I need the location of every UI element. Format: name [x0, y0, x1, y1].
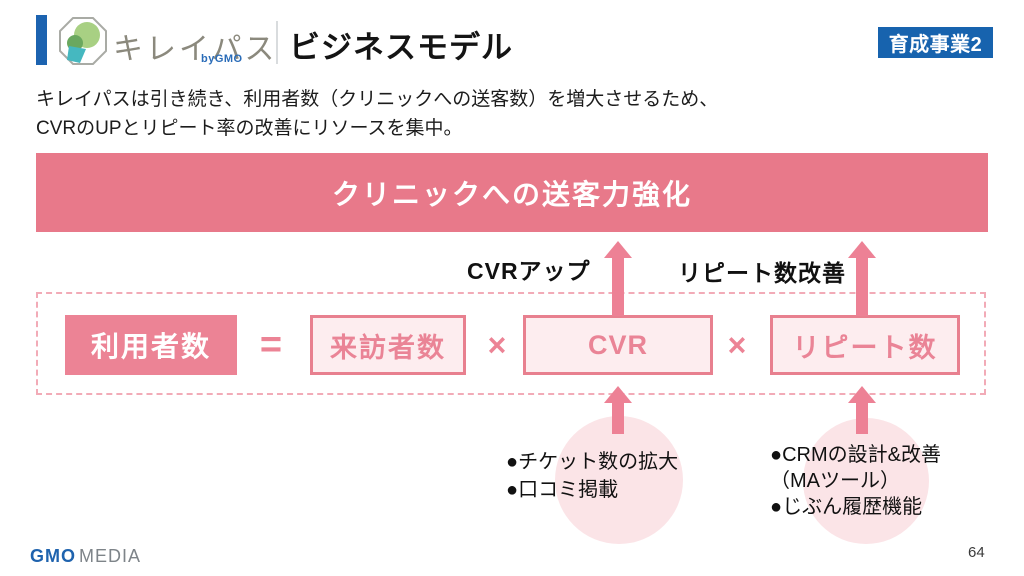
banner-text: クリニックへの送客力強化 [331, 178, 692, 210]
repeat-note-3: ●じぶん履歴機能 [770, 496, 923, 518]
repeat-note-1: ●CRMの設計&改善 [770, 444, 941, 466]
cvr-up-label: CVRアップ [467, 258, 591, 284]
highlight-circle-cvr [555, 416, 683, 544]
intro-text: キレイパスは引き続き、利用者数（クリニックへの送客数）を増大させるため、 CVR… [36, 85, 718, 143]
logo-accent-bar [36, 15, 47, 65]
up-arrow-icon [848, 386, 876, 403]
up-arrow-stem [612, 256, 624, 316]
cvr-note-1: ●チケット数の拡大 [506, 451, 679, 473]
page-title: ビジネスモデル [289, 30, 513, 65]
up-arrow-stem [612, 401, 624, 434]
equals-sign: = [259, 323, 283, 366]
intro-line-2: CVRのUPとリピート率の改善にリソースを集中。 [36, 118, 463, 139]
up-arrow-stem [856, 256, 868, 316]
gmo-logo-text: GMO [30, 546, 76, 566]
multiply-sign-2: × [727, 326, 747, 363]
cvr-note-2: ●口コミ掲載 [506, 479, 619, 501]
up-arrow-stem [856, 401, 868, 434]
cvr-notes: ●チケット数の拡大 ●口コミ掲載 [506, 448, 678, 504]
banner: クリニックへの送客力強化 [36, 153, 988, 232]
repeat-improve-label: リピート数改善 [678, 260, 846, 286]
kireipass-logo-icon [59, 17, 107, 65]
brand-by-gmo: byGMO [201, 53, 243, 65]
repeat-notes: ●CRMの設計&改善 （MAツール） ●じぶん履歴機能 [770, 442, 941, 520]
highlight-circle-repeat [803, 418, 929, 544]
brand-name: キレイパス [113, 33, 278, 66]
multiply-sign-1: × [487, 326, 507, 363]
repeat-note-2: （MAツール） [770, 470, 900, 492]
media-logo-text: MEDIA [79, 546, 142, 566]
formula-box-repeat: リピート数 [770, 315, 960, 375]
up-arrow-icon [604, 241, 632, 258]
formula-box-cvr: CVR [523, 315, 713, 375]
formula-container [36, 292, 986, 395]
up-arrow-icon [848, 241, 876, 258]
page-number: 64 [968, 544, 985, 561]
formula-box-visitors: 来訪者数 [310, 315, 466, 375]
category-badge: 育成事業2 [878, 27, 993, 58]
header-divider [276, 21, 278, 64]
intro-line-1: キレイパスは引き続き、利用者数（クリニックへの送客数）を増大させるため、 [36, 89, 719, 110]
up-arrow-icon [604, 386, 632, 403]
formula-box-users: 利用者数 [65, 315, 237, 375]
